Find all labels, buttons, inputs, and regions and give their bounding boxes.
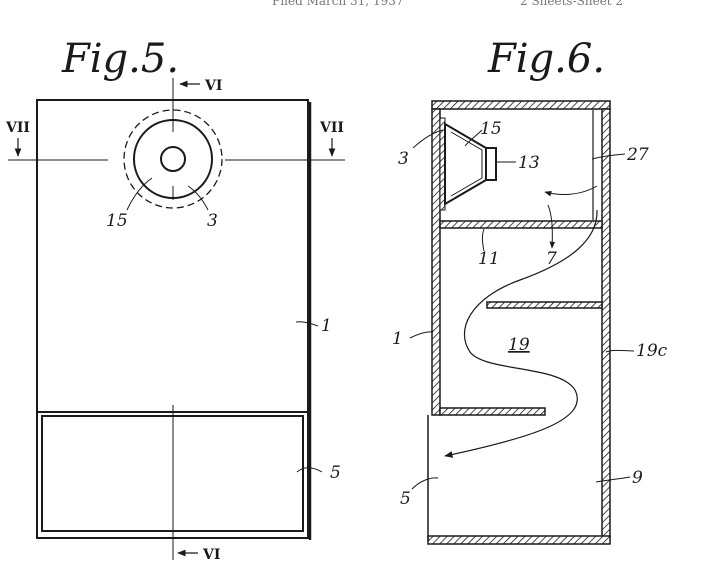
fig5-ref-5: 5	[330, 463, 341, 483]
figure-6: Fig.6. 3	[392, 36, 668, 545]
fig6-ref-1: 1	[392, 329, 403, 349]
fig6-bottom-wall	[427, 535, 611, 545]
fig5-speaker-dashed-circle	[123, 109, 223, 209]
fig5-ref-1: 1	[321, 316, 332, 336]
sheet-header: Filed March 31, 1937 2 Sheets-Sheet 2	[272, 0, 623, 8]
fig6-title: Fig.6.	[487, 36, 605, 82]
header-filing-text: Filed March 31, 1937	[272, 0, 403, 8]
fig6-sound-path-serpentine	[444, 209, 598, 458]
fig5-section-label-right: VII	[319, 120, 344, 136]
fig6-ref-11: 11	[478, 249, 500, 269]
fig6-leader-15	[464, 129, 483, 147]
fig6-speaker-cone-inner	[450, 131, 483, 197]
fig5-leader-1	[295, 321, 319, 327]
fig6-speaker-magnet	[485, 147, 497, 181]
fig6-ref-19: 19	[508, 335, 530, 355]
fig6-shelf-11	[439, 220, 603, 229]
fig5-section-label-left: VII	[5, 120, 30, 136]
fig6-sound-arrow-7	[547, 204, 556, 249]
fig6-ref-27: 27	[626, 145, 649, 165]
fig6-leader-1	[409, 331, 434, 339]
fig6-leader-9	[595, 476, 631, 483]
fig5-ref-3: 3	[207, 211, 218, 231]
fig6-sound-arrow-upper	[544, 185, 598, 197]
fig6-ref-15: 15	[480, 119, 502, 139]
fig6-leader-3	[412, 129, 444, 149]
fig6-right-wall	[601, 108, 611, 538]
fig5-title: Fig.5.	[61, 36, 179, 82]
fig6-left-wall	[431, 108, 441, 416]
fig6-leader-19c	[605, 349, 635, 353]
fig5-section-label-top: VI	[204, 78, 222, 94]
fig6-ref-13: 13	[518, 153, 540, 173]
fig6-ref-19c: 19c	[636, 341, 668, 361]
fig5-section-label-bottom: VI	[202, 547, 220, 563]
fig5-leader-3	[187, 185, 209, 211]
header-sheet-text: 2 Sheets-Sheet 2	[520, 0, 623, 8]
fig6-baffle-lower	[439, 407, 546, 416]
fig6-leader-11	[482, 228, 485, 252]
fig6-top-wall	[431, 100, 611, 110]
fig6-ref-3: 3	[398, 149, 409, 169]
fig5-ref-15: 15	[106, 211, 128, 231]
fig6-speaker	[439, 117, 497, 211]
fig6-baffle-upper	[486, 301, 603, 309]
fig6-ref-9: 9	[632, 468, 643, 488]
fig5-leader-5	[296, 467, 323, 473]
fig6-leader-27	[591, 153, 626, 160]
fig5-speaker-center-circle	[160, 146, 186, 172]
fig5-leader-15	[126, 177, 153, 211]
figure-5: Fig.5. VI VI VII VII 15 3	[5, 36, 345, 563]
fig6-ref-5: 5	[400, 489, 411, 509]
fig6-ref-7: 7	[546, 249, 557, 269]
fig6-leader-5	[411, 477, 439, 490]
